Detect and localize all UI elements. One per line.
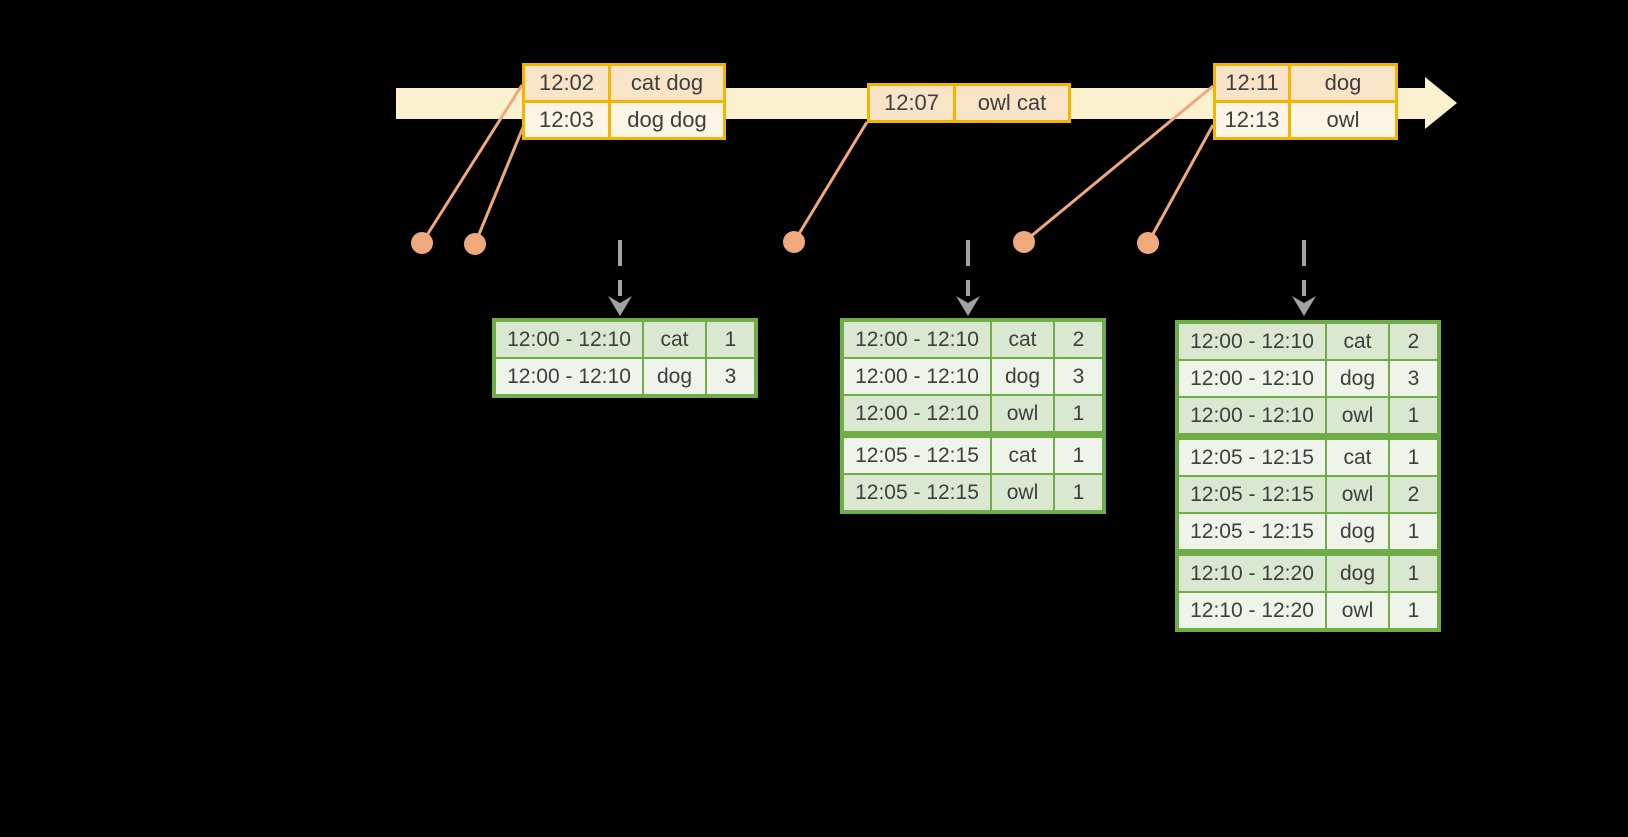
result-table: 12:00 - 12:10 cat 2 12:00 - 12:10 dog 3 … [1175, 320, 1441, 632]
connector-line [473, 124, 526, 245]
word-cell: owl [992, 475, 1053, 510]
count-cell: 1 [707, 322, 754, 357]
event-dot [1137, 232, 1159, 254]
event-dot [411, 232, 433, 254]
table-row: 12:05 - 12:15 owl 2 [1179, 477, 1437, 512]
event-table: 12:07 owl cat [867, 83, 1071, 123]
word-cell: owl [1327, 593, 1388, 628]
word-cell: dog [992, 359, 1053, 394]
event-row: 12:13 owl [1216, 103, 1395, 137]
trigger-arrowhead-icon [956, 296, 980, 316]
event-time-cell: 12:03 [525, 103, 608, 137]
window-group-separator [1179, 551, 1437, 554]
count-cell: 3 [707, 359, 754, 394]
count-cell: 1 [1055, 475, 1102, 510]
connector-line [1023, 84, 1214, 244]
count-cell: 1 [1390, 398, 1437, 433]
result-table: 12:00 - 12:10 cat 2 12:00 - 12:10 dog 3 … [840, 318, 1106, 514]
count-cell: 2 [1390, 324, 1437, 359]
event-table: 12:11 dog 12:13 owl [1213, 63, 1398, 140]
trigger-arrowhead-icon [1292, 296, 1316, 316]
result-table: 12:00 - 12:10 cat 1 12:00 - 12:10 dog 3 [492, 318, 758, 398]
event-row: 12:07 owl cat [870, 86, 1068, 120]
window-cell: 12:00 - 12:10 [1179, 324, 1325, 359]
window-cell: 12:10 - 12:20 [1179, 556, 1325, 591]
count-cell: 2 [1055, 322, 1102, 357]
count-cell: 1 [1055, 438, 1102, 473]
count-cell: 2 [1390, 477, 1437, 512]
event-time-cell: 12:07 [870, 86, 953, 120]
event-row: 12:11 dog [1216, 66, 1395, 100]
table-row: 12:00 - 12:10 owl 1 [1179, 398, 1437, 433]
timeline-arrowhead-icon [1425, 77, 1457, 129]
word-cell: owl [1327, 398, 1388, 433]
window-cell: 12:05 - 12:15 [844, 438, 990, 473]
connector-line [420, 84, 524, 244]
event-time-cell: 12:11 [1216, 66, 1288, 100]
event-time-cell: 12:02 [525, 66, 608, 100]
word-cell: cat [644, 322, 705, 357]
window-cell: 12:00 - 12:10 [496, 322, 642, 357]
table-row: 12:00 - 12:10 cat 2 [1179, 324, 1437, 359]
event-words-cell: cat dog [611, 66, 723, 100]
event-dot [1013, 231, 1035, 253]
event-table: 12:02 cat dog 12:03 dog dog [522, 63, 726, 140]
window-cell: 12:05 - 12:15 [1179, 514, 1325, 549]
event-row: 12:02 cat dog [525, 66, 723, 100]
window-group-separator [1179, 435, 1437, 438]
table-row: 12:00 - 12:10 cat 2 [844, 322, 1102, 357]
window-cell: 12:00 - 12:10 [844, 396, 990, 431]
count-cell: 3 [1055, 359, 1102, 394]
table-row: 12:00 - 12:10 owl 1 [844, 396, 1102, 431]
word-cell: cat [1327, 324, 1388, 359]
window-cell: 12:05 - 12:15 [1179, 477, 1325, 512]
table-row: 12:10 - 12:20 owl 1 [1179, 593, 1437, 628]
word-cell: cat [1327, 440, 1388, 475]
table-row: 12:05 - 12:15 dog 1 [1179, 514, 1437, 549]
word-cell: cat [992, 322, 1053, 357]
event-words-cell: dog dog [611, 103, 723, 137]
window-cell: 12:00 - 12:10 [1179, 398, 1325, 433]
window-cell: 12:00 - 12:10 [844, 322, 990, 357]
table-row: 12:00 - 12:10 cat 1 [496, 322, 754, 357]
count-cell: 1 [1390, 440, 1437, 475]
connector-line [1146, 124, 1215, 244]
word-cell: cat [992, 438, 1053, 473]
event-words-cell: dog [1291, 66, 1395, 100]
word-cell: dog [644, 359, 705, 394]
count-cell: 1 [1390, 593, 1437, 628]
word-cell: dog [1327, 556, 1388, 591]
trigger-arrowhead-icon [608, 296, 632, 316]
word-cell: owl [992, 396, 1053, 431]
event-dot [464, 233, 486, 255]
count-cell: 1 [1390, 514, 1437, 549]
word-cell: owl [1327, 477, 1388, 512]
table-row: 12:00 - 12:10 dog 3 [844, 359, 1102, 394]
table-row: 12:00 - 12:10 dog 3 [496, 359, 754, 394]
table-row: 12:05 - 12:15 cat 1 [844, 438, 1102, 473]
event-time-cell: 12:13 [1216, 103, 1288, 137]
table-row: 12:05 - 12:15 owl 1 [844, 475, 1102, 510]
event-row: 12:03 dog dog [525, 103, 723, 137]
event-words-cell: owl cat [956, 86, 1068, 120]
count-cell: 1 [1390, 556, 1437, 591]
connector-line [792, 121, 869, 243]
event-dot [783, 231, 805, 253]
window-cell: 12:05 - 12:15 [1179, 440, 1325, 475]
count-cell: 3 [1390, 361, 1437, 396]
window-cell: 12:00 - 12:10 [1179, 361, 1325, 396]
window-cell: 12:05 - 12:15 [844, 475, 990, 510]
window-cell: 12:00 - 12:10 [844, 359, 990, 394]
word-cell: dog [1327, 361, 1388, 396]
count-cell: 1 [1055, 396, 1102, 431]
window-group-separator [844, 433, 1102, 436]
window-cell: 12:10 - 12:20 [1179, 593, 1325, 628]
event-words-cell: owl [1291, 103, 1395, 137]
table-row: 12:10 - 12:20 dog 1 [1179, 556, 1437, 591]
table-row: 12:05 - 12:15 cat 1 [1179, 440, 1437, 475]
window-cell: 12:00 - 12:10 [496, 359, 642, 394]
table-row: 12:00 - 12:10 dog 3 [1179, 361, 1437, 396]
word-cell: dog [1327, 514, 1388, 549]
